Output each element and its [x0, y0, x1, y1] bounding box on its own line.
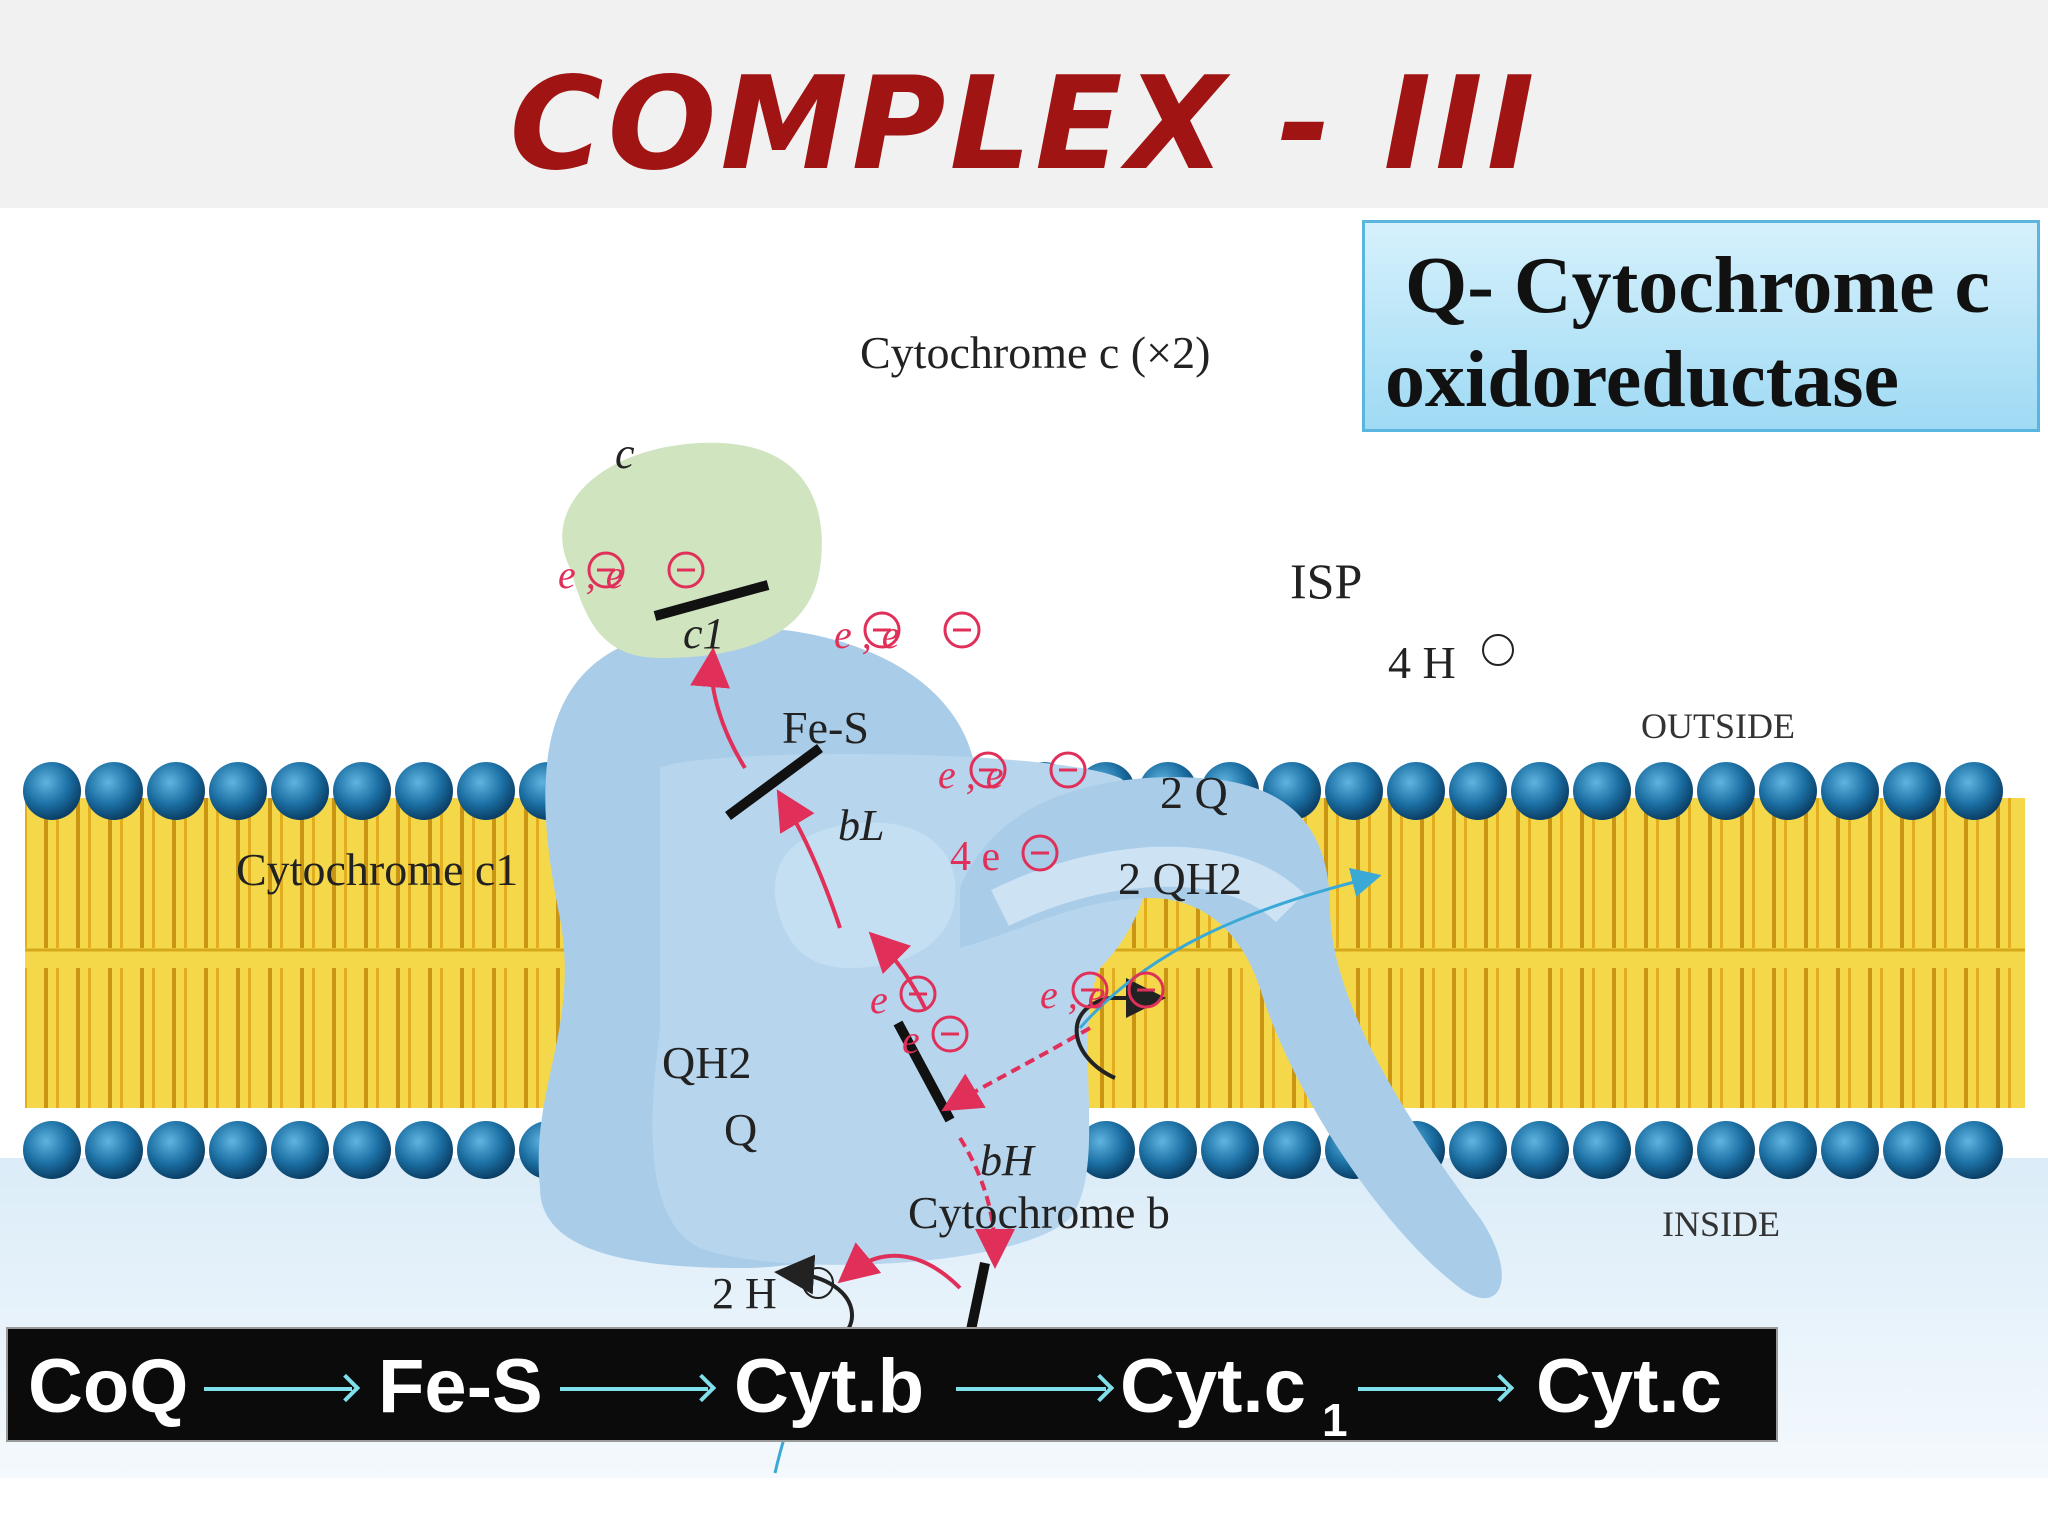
lipid-head: [1387, 762, 1445, 820]
lipid-head: [1945, 762, 2003, 820]
lipid-head: [209, 1121, 267, 1179]
lipid-head: [1449, 762, 1507, 820]
lipid-head: [1511, 762, 1569, 820]
text-cytochrome-c-x2: Cytochrome c (×2): [860, 327, 1210, 378]
lipid-head: [1077, 1121, 1135, 1179]
text-2q: 2 Q: [1160, 767, 1228, 818]
svg-text:Cytochrome c (×2): Cytochrome c (×2): [860, 327, 1210, 378]
lipid-head: [1139, 1121, 1197, 1179]
charge-circle: [1049, 751, 1087, 789]
pathway-item-cytb: Cyt.b: [734, 1344, 924, 1429]
cytochrome-c-blob: [562, 442, 822, 658]
lipid-head: [1573, 762, 1631, 820]
lipid-head: [1883, 762, 1941, 820]
lipid-head: [1573, 1121, 1631, 1179]
lipid-head: [1759, 762, 1817, 820]
lipid-head: [271, 1121, 329, 1179]
charge-circle: [587, 551, 625, 589]
lipid-head: [1325, 762, 1383, 820]
lipid-head: [209, 762, 267, 820]
text-4e: 4 e: [950, 834, 1000, 880]
pathway-item-fes: Fe-S: [378, 1344, 543, 1429]
text-inside: INSIDE: [1662, 1204, 1780, 1244]
enzyme-name-line2: oxidoreductase: [1385, 336, 1900, 424]
lipid-head: [1511, 1121, 1569, 1179]
text-outside: OUTSIDE: [1641, 706, 1795, 746]
pathway-arrow-2: [560, 1387, 708, 1391]
charge-circle: [667, 551, 705, 589]
electron-charge-marks: [587, 551, 1165, 1053]
pathway-subscript-1: 1: [1322, 1394, 1348, 1446]
title-band: [0, 0, 2048, 208]
electron-pathway-bar: CoQ Fe-S Cyt.b Cyt.c 1 Cyt.c: [6, 1327, 1778, 1446]
lipid-head: [85, 1121, 143, 1179]
pathway-arrow-4: [1358, 1387, 1506, 1391]
lipid-head: [1635, 762, 1693, 820]
text-bh: bH: [980, 1136, 1036, 1185]
lipid-head: [85, 762, 143, 820]
lipid-head: [1759, 1121, 1817, 1179]
text-cytochrome-c1: Cytochrome c1: [236, 844, 518, 895]
lipid-head: [333, 1121, 391, 1179]
charge-circle: [1071, 971, 1109, 1009]
text-c: c: [615, 429, 635, 478]
lipid-head: [1821, 762, 1879, 820]
enzyme-name-box: Q- Cytochrome c oxidoreductase: [1362, 220, 2040, 432]
lipid-head: [1945, 1121, 2003, 1179]
enzyme-name-line1: Q- Cytochrome c: [1405, 242, 1990, 330]
text-e-single-2: e: [902, 1017, 920, 1062]
lipid-head: [1883, 1121, 1941, 1179]
lipid-head: [333, 762, 391, 820]
charge-circle: [899, 975, 937, 1013]
lipid-head: [1697, 1121, 1755, 1179]
lipid-head: [457, 1121, 515, 1179]
lipid-head: [1449, 1121, 1507, 1179]
lipid-head: [147, 762, 205, 820]
lipid-head: [1697, 762, 1755, 820]
text-isp: ISP: [1290, 553, 1362, 609]
text-qh2: QH2: [662, 1037, 751, 1088]
pathway-arrow-3: [956, 1387, 1106, 1391]
text-c1: c1: [683, 609, 725, 658]
isp-subunit: [960, 777, 1502, 1299]
charge-circle: [931, 1015, 969, 1053]
charge-circle: [943, 611, 981, 649]
lipid-head: [271, 762, 329, 820]
fe-s-domain: [774, 822, 956, 968]
lipid-head: [1635, 1121, 1693, 1179]
lipid-head: [23, 1121, 81, 1179]
pathway-item-cytc: Cyt.c: [1536, 1344, 1722, 1429]
text-2h: 2 H: [712, 1269, 777, 1318]
text-2qh2: 2 QH2: [1118, 853, 1242, 904]
lipid-head: [1263, 1121, 1321, 1179]
heme-c1: [725, 743, 823, 821]
charge-circle: [1021, 834, 1059, 872]
lipid-head: [395, 762, 453, 820]
text-q: Q: [724, 1104, 757, 1155]
lipid-head: [1201, 1121, 1259, 1179]
charge-circle: [969, 751, 1007, 789]
lipid-head: [23, 762, 81, 820]
lipid-head: [147, 1121, 205, 1179]
text-e-single-1: e: [870, 977, 888, 1022]
pathway-arrow-1: [204, 1387, 352, 1391]
lipid-head: [1821, 1121, 1879, 1179]
text-4h: 4 H: [1388, 637, 1456, 688]
complex-iii-diagram: Cytochrome c (×2) c c1 Fe-S ISP 4 H OUTS…: [0, 208, 2048, 1478]
heme-c: [653, 580, 770, 621]
lipid-head: [457, 762, 515, 820]
pathway-item-coq: CoQ: [28, 1344, 189, 1429]
charge-circle: [1127, 971, 1165, 1009]
pathway-item-cytc1: Cyt.c: [1120, 1344, 1306, 1429]
charge-circle: [863, 611, 901, 649]
diagram-svg: Cytochrome c (×2) c c1 Fe-S ISP 4 H OUTS…: [0, 327, 2048, 1478]
text-fe-s: Fe-S: [782, 702, 869, 753]
slide-title: COMPLEX - III: [509, 50, 1539, 199]
lipid-head: [395, 1121, 453, 1179]
text-bl: bL: [838, 801, 884, 850]
text-cytochrome-b: Cytochrome b: [908, 1187, 1170, 1238]
